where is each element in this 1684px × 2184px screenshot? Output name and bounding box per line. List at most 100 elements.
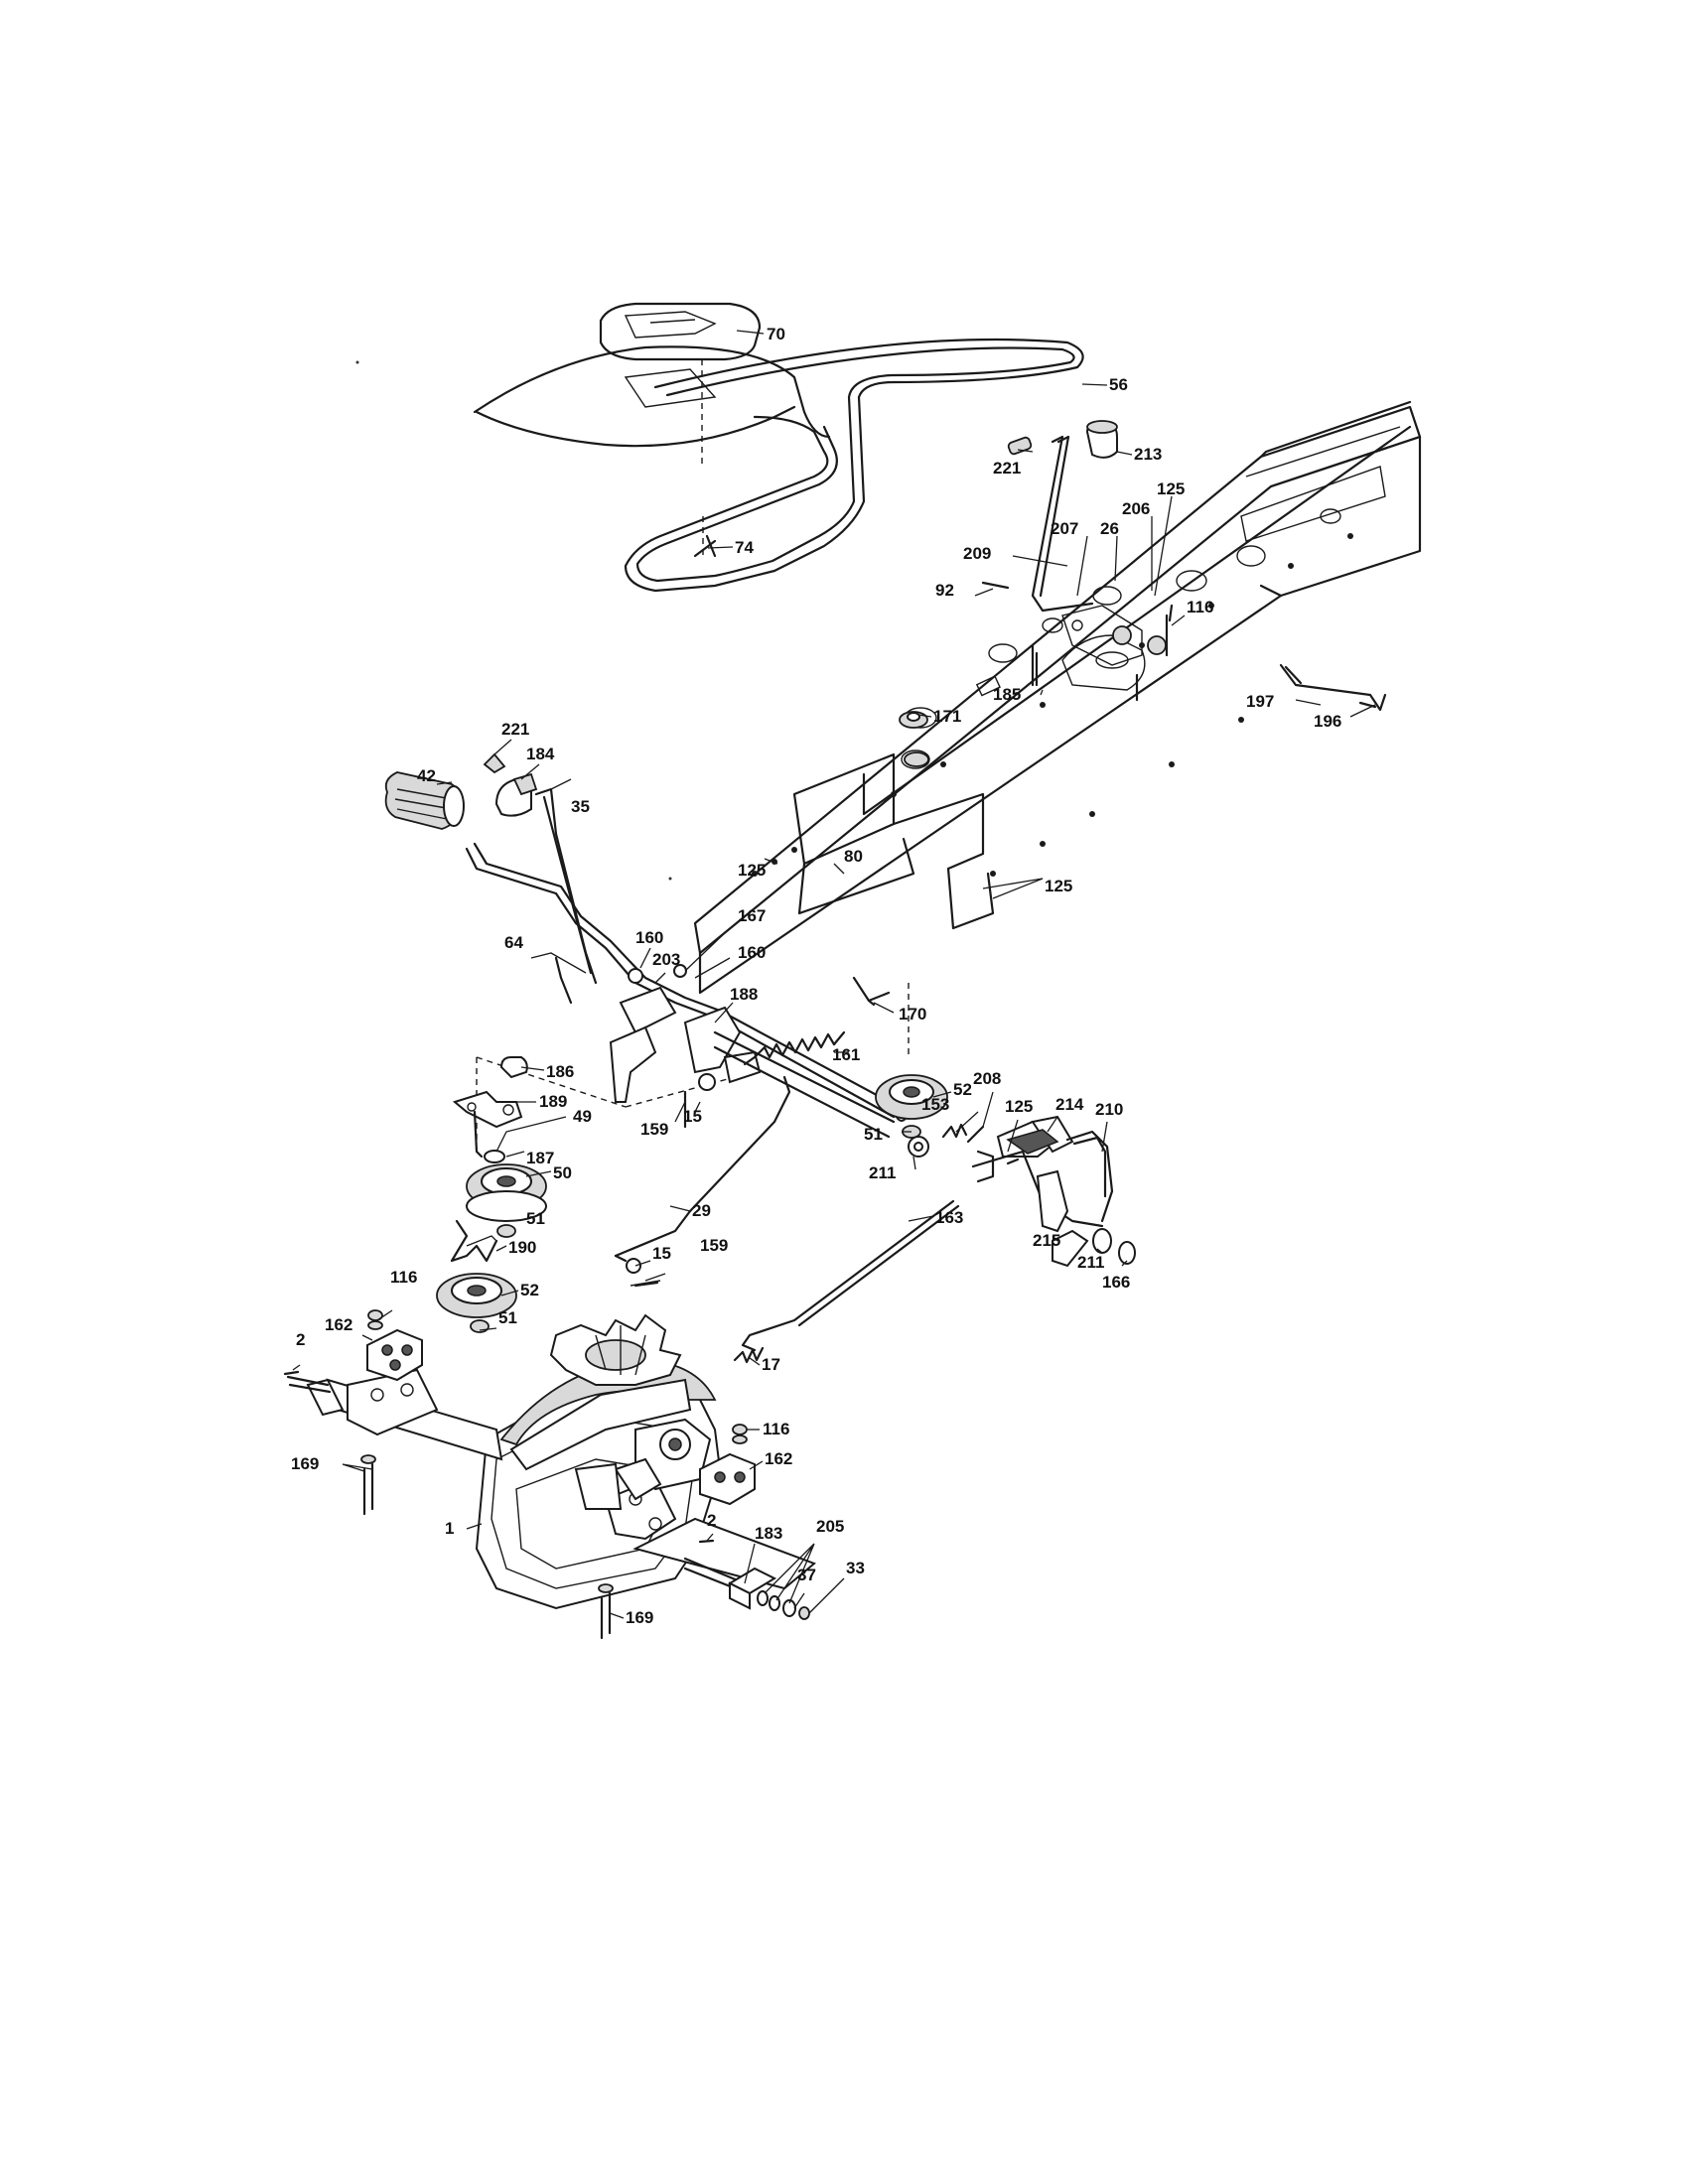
label-169-left: 169 — [291, 1454, 319, 1473]
rod-163 — [741, 1199, 955, 1352]
label-196: 196 — [1314, 712, 1341, 731]
label-160-a: 160 — [635, 928, 663, 947]
label-26: 26 — [1100, 519, 1119, 538]
label-215: 215 — [1033, 1231, 1060, 1250]
label-42: 42 — [417, 766, 436, 785]
shift-lever-assembly — [1007, 420, 1174, 702]
label-171: 171 — [933, 707, 961, 726]
left-pulley-group — [436, 1056, 547, 1333]
label-15-b: 15 — [652, 1244, 671, 1263]
label-74: 74 — [735, 538, 754, 557]
pin-2-right — [698, 1539, 715, 1544]
label-49: 49 — [573, 1107, 592, 1126]
rod-29 — [614, 1075, 791, 1258]
pin-2-left — [283, 1370, 300, 1376]
label-52-top: 52 — [953, 1080, 972, 1099]
label-159-a: 159 — [640, 1120, 668, 1139]
label-35: 35 — [571, 797, 590, 816]
screw-74 — [705, 534, 717, 558]
rod-170 — [852, 976, 891, 1007]
label-125-pedal: 125 — [1005, 1097, 1033, 1116]
label-163: 163 — [935, 1208, 963, 1227]
label-209: 209 — [963, 544, 991, 563]
label-208: 208 — [973, 1069, 1001, 1088]
label-161: 161 — [832, 1045, 860, 1064]
label-210: 210 — [1095, 1100, 1123, 1119]
label-221: 221 — [993, 459, 1021, 478]
label-211-a: 211 — [869, 1163, 896, 1182]
label-51-a: 51 — [864, 1125, 883, 1144]
label-51-c: 51 — [498, 1308, 517, 1327]
main-frame — [693, 400, 1422, 995]
label-116: 116 — [1187, 598, 1213, 616]
label-125-frame: 125 — [738, 861, 766, 880]
label-160-b: 160 — [738, 943, 766, 962]
label-167: 167 — [738, 906, 766, 925]
bracket-162-right — [699, 1424, 756, 1506]
label-205: 205 — [816, 1517, 844, 1536]
label-51-b: 51 — [526, 1209, 545, 1228]
brake-pedal-assembly — [908, 1115, 1136, 1268]
hub-stack — [727, 1567, 810, 1620]
label-64: 64 — [504, 933, 523, 952]
label-37: 37 — [797, 1566, 816, 1584]
pulley-52-top — [875, 1074, 948, 1139]
clutch-shaft-assembly — [384, 771, 909, 1129]
drive-belt — [624, 338, 1084, 593]
label-213: 213 — [1134, 445, 1162, 464]
fender-and-console — [473, 302, 831, 558]
label-29: 29 — [692, 1201, 711, 1220]
label-207: 207 — [1051, 519, 1078, 538]
label-203: 203 — [652, 950, 680, 969]
label-92: 92 — [935, 581, 954, 600]
label-116-left: 116 — [390, 1268, 417, 1287]
label-162-right: 162 — [765, 1449, 792, 1468]
part-208 — [966, 1125, 985, 1144]
label-166: 166 — [1102, 1273, 1130, 1292]
label-197: 197 — [1246, 692, 1274, 711]
spring-161 — [753, 1032, 836, 1059]
label-159-b: 159 — [700, 1236, 728, 1255]
label-184: 184 — [526, 745, 555, 763]
transaxle — [286, 1313, 816, 1640]
label-125-right: 125 — [1045, 877, 1072, 895]
spring-17 — [733, 1346, 765, 1364]
spring-153 — [941, 1123, 968, 1139]
label-189: 189 — [539, 1092, 567, 1111]
label-17: 17 — [762, 1355, 780, 1374]
label-56: 56 — [1109, 375, 1128, 394]
label-50: 50 — [553, 1163, 572, 1182]
clip-221 — [483, 752, 506, 774]
label-33: 33 — [846, 1559, 865, 1577]
label-125: 125 — [1157, 479, 1185, 498]
label-2-right: 2 — [707, 1511, 716, 1530]
label-80: 80 — [844, 847, 863, 866]
label-15-a: 15 — [683, 1107, 702, 1126]
label-169-right: 169 — [626, 1608, 653, 1627]
label-188: 188 — [730, 985, 758, 1004]
leader-lines — [292, 330, 1376, 1619]
label-214: 214 — [1055, 1095, 1084, 1114]
bushing-171 — [899, 711, 929, 767]
label-190: 190 — [508, 1238, 536, 1257]
label-116-right: 116 — [763, 1420, 789, 1438]
label-211-b: 211 — [1077, 1253, 1104, 1272]
label-70: 70 — [767, 325, 785, 343]
label-162-left: 162 — [325, 1315, 352, 1334]
label-187: 187 — [526, 1149, 554, 1167]
bracket-162-left — [366, 1309, 423, 1382]
label-186: 186 — [546, 1062, 574, 1081]
label-221-left: 221 — [501, 720, 529, 739]
label-52-left: 52 — [520, 1281, 539, 1299]
brake-rod-197 — [1279, 663, 1387, 712]
label-170: 170 — [899, 1005, 926, 1024]
label-2-left: 2 — [296, 1330, 305, 1349]
bolt-92 — [981, 581, 1010, 590]
label-206: 206 — [1122, 499, 1150, 518]
label-153: 153 — [921, 1095, 949, 1114]
label-1: 1 — [445, 1519, 454, 1538]
part-labels: 70 56 213 221 206 125 207 26 209 74 92 1… — [291, 325, 1341, 1627]
label-183: 183 — [755, 1524, 782, 1543]
label-185: 185 — [993, 685, 1021, 704]
